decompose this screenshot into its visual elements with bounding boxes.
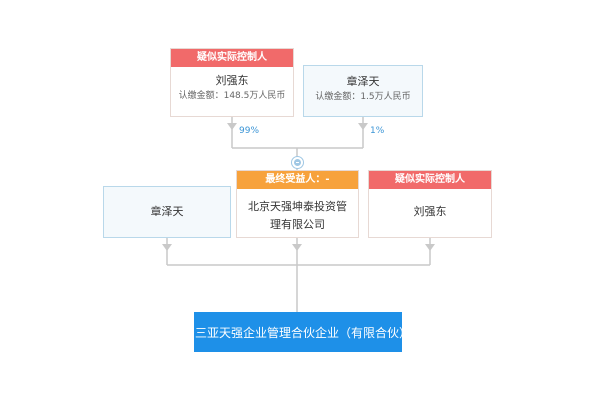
shareholder-card-liu[interactable]: 疑似实际控制人 刘强东 认缴金额：148.5万人民币 [170,48,294,117]
arrow-down-icon [227,123,237,130]
company-name[interactable]: 北京天强坤泰投资管理有限公司 [248,200,347,231]
controller-tag: 疑似实际控制人 [171,49,293,67]
controller-tag: 疑似实际控制人 [369,171,491,189]
arrow-down-icon [425,244,435,251]
percent-label-liu: 99% [239,126,260,136]
subscribed-amount: 认缴金额：148.5万人民币 [178,91,286,101]
partner-name[interactable]: 刘强东 [413,205,447,218]
subscribed-amount: 认缴金额：1.5万人民币 [315,92,411,102]
shareholder-name[interactable]: 刘强东 [215,74,249,87]
arrow-down-icon [292,244,302,251]
collapse-circle-icon[interactable] [292,157,303,168]
arrow-down-icon [358,123,368,130]
beneficiary-tag: 最终受益人：- [237,171,358,189]
target-company-name[interactable]: 三亚天强企业管理合伙企业（有限合伙） [195,326,412,340]
target-company-card[interactable]: 三亚天强企业管理合伙企业（有限合伙） [194,312,412,352]
shareholder-name[interactable]: 章泽天 [346,75,380,88]
shareholder-card-zhang[interactable]: 章泽天 认缴金额：1.5万人民币 [303,65,423,117]
company-card-tianqiang-kuntai[interactable]: 最终受益人：- 北京天强坤泰投资管理有限公司 [236,170,359,238]
partner-name[interactable]: 章泽天 [150,205,184,218]
percent-label-zhang: 1% [370,126,385,136]
arrow-down-icon [162,244,172,251]
partner-card-liu[interactable]: 疑似实际控制人 刘强东 [368,170,492,238]
partner-card-zhang[interactable]: 章泽天 [103,186,231,238]
